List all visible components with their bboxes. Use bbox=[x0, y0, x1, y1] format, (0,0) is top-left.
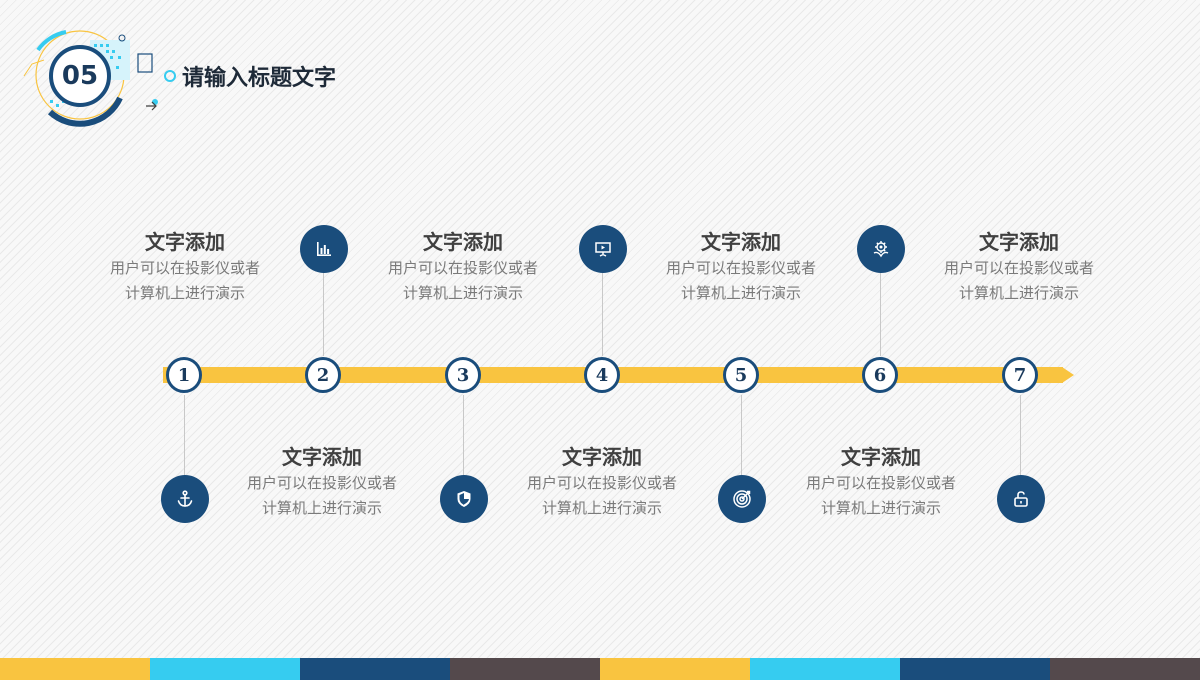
strip-segment-yellow bbox=[600, 658, 750, 680]
card-title: 文字添加 bbox=[282, 445, 362, 469]
card-description-line: 计算机上进行演示 bbox=[680, 284, 801, 302]
card-description-line: 用户可以在投影仪或者 bbox=[246, 474, 397, 492]
card-description-line: 计算机上进行演示 bbox=[541, 499, 662, 517]
card-description-line: 计算机上进行演示 bbox=[261, 499, 382, 517]
text-card-5: 文字添加 用户可以在投影仪或者 计算机上进行演示 bbox=[646, 228, 836, 306]
text-card-4: 文字添加 用户可以在投影仪或者 计算机上进行演示 bbox=[507, 443, 697, 521]
step-marker-6: 6 bbox=[862, 357, 898, 393]
connector-line bbox=[323, 273, 324, 356]
timeline-arrow-head bbox=[1062, 367, 1074, 383]
target-icon bbox=[718, 475, 766, 523]
step-marker-7: 7 bbox=[1002, 357, 1038, 393]
section-number: 05 bbox=[49, 45, 111, 107]
strip-segment-cyan bbox=[750, 658, 900, 680]
step-marker-2: 2 bbox=[305, 357, 341, 393]
text-card-2: 文字添加 用户可以在投影仪或者 计算机上进行演示 bbox=[227, 443, 417, 521]
section-badge: 05 bbox=[10, 20, 180, 130]
anchor-icon bbox=[161, 475, 209, 523]
text-card-3: 文字添加 用户可以在投影仪或者 计算机上进行演示 bbox=[368, 228, 558, 306]
card-description-line: 用户可以在投影仪或者 bbox=[805, 474, 956, 492]
strip-segment-cyan bbox=[150, 658, 300, 680]
connector-line bbox=[741, 395, 742, 475]
connector-line bbox=[602, 273, 603, 356]
card-title: 文字添加 bbox=[979, 230, 1059, 254]
presentation-icon bbox=[579, 225, 627, 273]
page-title: 请输入标题文字 bbox=[182, 66, 337, 91]
step-marker-4: 4 bbox=[584, 357, 620, 393]
card-description-line: 用户可以在投影仪或者 bbox=[109, 259, 260, 277]
unlock-icon bbox=[997, 475, 1045, 523]
card-description-line: 计算机上进行演示 bbox=[958, 284, 1079, 302]
connector-line bbox=[184, 395, 185, 475]
card-description-line: 用户可以在投影仪或者 bbox=[387, 259, 538, 277]
text-card-7: 文字添加 用户可以在投影仪或者 计算机上进行演示 bbox=[924, 228, 1114, 306]
step-marker-1: 1 bbox=[166, 357, 202, 393]
card-title: 文字添加 bbox=[701, 230, 781, 254]
card-description-line: 计算机上进行演示 bbox=[820, 499, 941, 517]
card-description-line: 用户可以在投影仪或者 bbox=[526, 474, 677, 492]
card-description-line: 用户可以在投影仪或者 bbox=[943, 259, 1094, 277]
bar-chart-icon bbox=[300, 225, 348, 273]
step-marker-5: 5 bbox=[723, 357, 759, 393]
strip-segment-gray bbox=[1050, 658, 1200, 680]
text-card-1: 文字添加 用户可以在投影仪或者 计算机上进行演示 bbox=[90, 228, 280, 306]
card-title: 文字添加 bbox=[145, 230, 225, 254]
shield-icon bbox=[440, 475, 488, 523]
strip-segment-gray bbox=[450, 658, 600, 680]
card-title: 文字添加 bbox=[562, 445, 642, 469]
card-description-line: 计算机上进行演示 bbox=[124, 284, 245, 302]
connector-line bbox=[1020, 395, 1021, 475]
card-description-line: 计算机上进行演示 bbox=[402, 284, 523, 302]
card-description-line: 用户可以在投影仪或者 bbox=[665, 259, 816, 277]
card-title: 文字添加 bbox=[423, 230, 503, 254]
strip-segment-yellow bbox=[0, 658, 150, 680]
card-title: 文字添加 bbox=[841, 445, 921, 469]
text-card-6: 文字添加 用户可以在投影仪或者 计算机上进行演示 bbox=[786, 443, 976, 521]
strip-segment-navy bbox=[300, 658, 450, 680]
connector-line bbox=[880, 273, 881, 356]
strip-segment-navy bbox=[900, 658, 1050, 680]
bottom-color-strip bbox=[0, 658, 1200, 680]
step-marker-3: 3 bbox=[445, 357, 481, 393]
connector-line bbox=[463, 395, 464, 475]
eco-gear-icon bbox=[857, 225, 905, 273]
